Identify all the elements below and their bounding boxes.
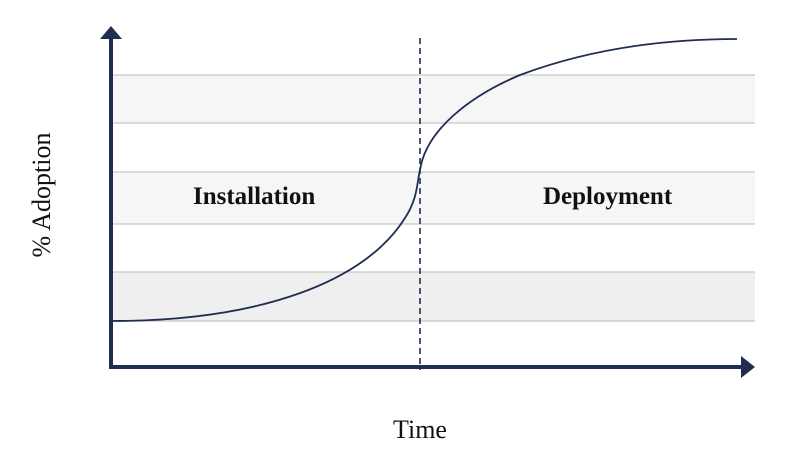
band-top [113, 75, 755, 123]
x-axis-label: Time [393, 415, 447, 444]
gridlines [113, 74, 755, 322]
band-bottom [113, 272, 755, 321]
x-axis-arrow-icon [741, 356, 755, 378]
y-axis-label: % Adoption [27, 132, 56, 258]
adoption-curve [110, 38, 738, 322]
phase-label-deployment: Deployment [543, 183, 673, 210]
phase-label-installation: Installation [193, 183, 316, 210]
y-axis-arrow-icon [100, 26, 122, 39]
band-middle [113, 172, 755, 224]
